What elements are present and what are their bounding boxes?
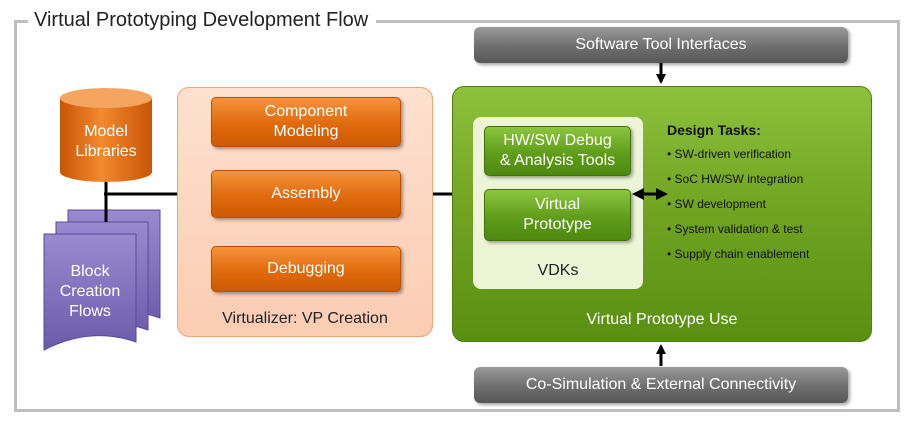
design-tasks-title: Design Tasks: — [667, 122, 761, 138]
cosimulation-bar: Co-Simulation & External Connectivity — [474, 367, 848, 403]
assembly-box: Assembly — [211, 170, 401, 218]
virtual-prototype-use-label: Virtual Prototype Use — [586, 311, 738, 328]
design-task-item: • Supply chain enablement — [667, 247, 810, 261]
design-task-item: • System validation & test — [667, 222, 803, 236]
design-task-item: • SW-driven verification — [667, 147, 792, 161]
design-task-item: • SW development — [667, 197, 766, 211]
arrowhead-right-icon — [656, 188, 668, 200]
block-creation-label: Block Creation Flows — [59, 263, 121, 320]
diagram-title: Virtual Prototyping Development Flow — [28, 6, 377, 34]
arrowhead-left-icon — [632, 188, 644, 200]
block-creation-documents — [43, 209, 161, 351]
design-tasks: Design Tasks: • SW-driven verification •… — [657, 118, 859, 267]
vdk-label: VDKs — [537, 262, 579, 279]
design-task-item: • SoC HW/SW integration — [667, 172, 804, 186]
outer-frame — [14, 20, 900, 412]
software-tool-interfaces-bar: Software Tool Interfaces — [474, 27, 848, 63]
component-modeling-box: Component Modeling — [211, 97, 401, 147]
debug-analysis-tools-box: HW/SW Debug & Analysis Tools — [484, 126, 631, 176]
virtualizer-label: Virtualizer: VP Creation — [222, 310, 388, 327]
debugging-box: Debugging — [211, 246, 401, 292]
model-libraries-label: Model Libraries — [75, 123, 137, 160]
virtual-prototype-box: Virtual Prototype — [484, 189, 631, 241]
model-libraries-cylinder — [60, 88, 152, 182]
